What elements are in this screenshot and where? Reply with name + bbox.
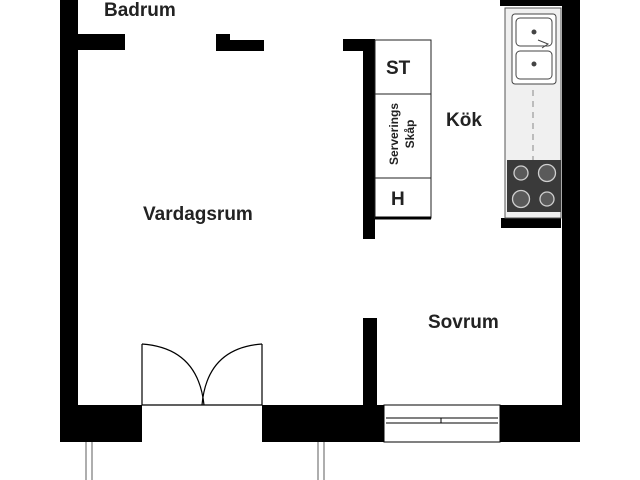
fixture-label-st: ST bbox=[386, 58, 411, 79]
room-label-badrum: Badrum bbox=[104, 0, 176, 21]
balcony-door bbox=[141, 343, 263, 406]
wall-left-upper bbox=[60, 0, 78, 40]
wall-bedroom-partition bbox=[363, 318, 377, 418]
fixture-label-h: H bbox=[391, 189, 405, 210]
wall-bottom-c bbox=[500, 405, 580, 442]
wall-kitchen-right-top bbox=[500, 0, 578, 6]
fixture-label-serverings: Serverings bbox=[387, 103, 401, 165]
wall-kitchen-bottom bbox=[501, 218, 561, 228]
wall-right-upper bbox=[562, 0, 580, 230]
fixture-label-skap: Skåp bbox=[403, 120, 417, 149]
balcony-railing bbox=[85, 442, 325, 480]
wall-bathroom-bottom-a bbox=[60, 34, 125, 50]
wall-bottom-b bbox=[262, 405, 384, 442]
sink bbox=[511, 13, 557, 85]
wall-bottom-a bbox=[60, 405, 142, 442]
room-label-vardagsrum: Vardagsrum bbox=[143, 204, 253, 225]
wall-bathroom-bottom-b bbox=[216, 34, 230, 42]
wall-bathroom-bottom-c bbox=[216, 40, 264, 51]
wall-kitchen-left bbox=[363, 39, 375, 239]
bedroom-window bbox=[383, 404, 501, 443]
room-label-sovrum: Sovrum bbox=[428, 312, 499, 333]
wall-right bbox=[562, 220, 580, 442]
walls bbox=[60, 0, 580, 442]
room-label-kok: Kök bbox=[446, 110, 482, 131]
wall-left bbox=[60, 42, 78, 442]
hob bbox=[507, 160, 561, 212]
kitchen-cabinets bbox=[374, 39, 432, 220]
